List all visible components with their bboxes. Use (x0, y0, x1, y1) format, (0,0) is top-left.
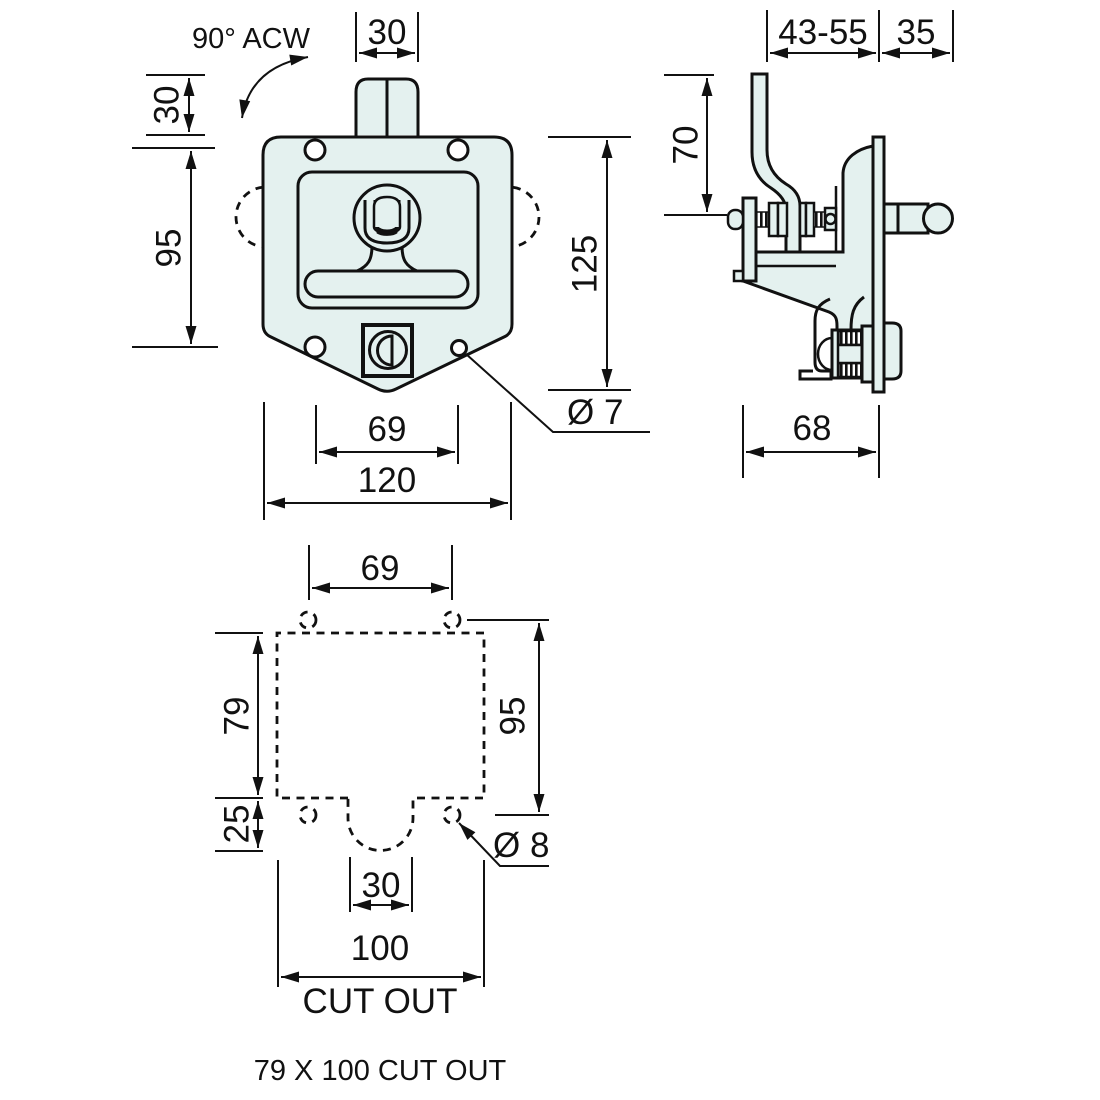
dim-label: 30 (362, 866, 401, 905)
dim-label: 30 (368, 13, 407, 52)
dim-hole-spacing-69: 69 (315, 405, 459, 464)
cutout-hole-bottom-left (298, 805, 318, 825)
dim-label: Ø 8 (493, 826, 549, 865)
callout-dia7: Ø 7 (465, 353, 650, 433)
t-handle (303, 183, 470, 299)
dim-label: 69 (368, 410, 407, 449)
dim-label: 30 (147, 86, 186, 125)
dim-cutout-height-79: 79 (215, 632, 264, 799)
dim-label: 70 (666, 126, 705, 165)
dim-overall-width: 120 (263, 402, 512, 520)
recessed-pan (296, 170, 480, 310)
dim-label: 25 (217, 805, 256, 844)
bracket-foot (732, 269, 745, 283)
cutout-hole-bottom-right (442, 805, 462, 825)
cam-bracket (798, 297, 833, 381)
dim-lever-height: 70 (664, 74, 727, 216)
dim-cutout-hole-spacing-69: 69 (308, 545, 453, 600)
dim-label: 43-55 (778, 13, 868, 52)
t-handle-socket-outer (363, 200, 411, 245)
leader-line (465, 353, 650, 433)
dim-notch-depth-25: 25 (215, 801, 264, 852)
t-handle-bar (303, 269, 470, 299)
rod-end-cap (726, 208, 745, 231)
dim-label: 35 (897, 13, 936, 52)
dim-overall-height: 125 (548, 136, 631, 391)
dim-cutout-width-100: 100 (277, 860, 485, 987)
dim-label: 68 (793, 409, 832, 448)
mounting-plate-edge (871, 135, 886, 394)
lock-face (368, 330, 408, 370)
dim-label: 125 (565, 235, 604, 293)
dim-handle-projection: 35 (882, 10, 954, 62)
dim-shaft-height: 30 (146, 74, 205, 136)
grip-rod-shaft (882, 202, 930, 235)
mounting-hole-top-left (303, 138, 327, 162)
dim-cutout-hole-spacing-95: 95 (467, 619, 549, 816)
cutout-outline (275, 631, 486, 852)
dim-label: 95 (493, 697, 532, 736)
bracket-plate (741, 196, 758, 283)
rotation-annotation: 90° ACW (192, 23, 311, 119)
dim-body-depth: 68 (742, 405, 880, 478)
dim-notch-width-30: 30 (349, 857, 413, 912)
dim-label: 100 (351, 929, 409, 968)
callout-dia8: Ø 8 (458, 822, 549, 867)
pivot-pin (824, 212, 837, 226)
cutout-label: CUT OUT (303, 982, 458, 1021)
pan-lower-curve (849, 295, 865, 331)
dim-grip-clearance: 43-55 (766, 10, 880, 62)
dim-label: 95 (149, 229, 188, 268)
cam-lobe (816, 336, 833, 372)
nut-left-b (776, 201, 789, 238)
lock-cylinder-side (798, 297, 903, 384)
dim-label: 69 (361, 549, 400, 588)
lock-thread-bottom (838, 362, 862, 378)
rod-thread-right (813, 211, 826, 228)
latch-plate (261, 135, 514, 393)
leader-line (458, 822, 549, 867)
nut-right (804, 201, 816, 238)
front-view: 30 90° ACW 30 95 125 (132, 12, 650, 520)
t-handle-grip-cap2 (376, 230, 398, 236)
cutout-hole-top-left (298, 610, 318, 630)
mounting-hole-bottom-left (303, 335, 327, 359)
key-slot (376, 334, 394, 367)
t-handle-stem-right (400, 245, 418, 273)
dim-shaft-width: 30 (355, 12, 419, 62)
t-handle-grip-end (372, 195, 402, 227)
dim-label: 79 (217, 697, 256, 736)
rotation-label: 90° ACW (192, 23, 311, 55)
mounting-hole-dia7 (450, 339, 468, 357)
rod-assembly (726, 201, 838, 238)
rod-thread-left (755, 211, 770, 228)
lock-flange (860, 324, 875, 384)
lock-thread-top (838, 330, 862, 346)
grip-rod-end (922, 202, 954, 235)
lock-cylinder-front (361, 323, 414, 378)
nut-left-a (767, 201, 780, 238)
drawing-caption: 79 X 100 CUT OUT (254, 1055, 507, 1087)
lock-bezel (361, 323, 414, 378)
cutout-hole-top-right (442, 610, 462, 630)
t-handle-grip-cap (372, 226, 402, 235)
t-handle-stem-left (356, 245, 374, 273)
side-view: 43-55 35 70 68 (664, 10, 954, 478)
cutout-view: 69 79 25 95 30 (215, 545, 549, 1087)
dim-label: 120 (358, 461, 416, 500)
dim-label: Ø 7 (567, 393, 623, 432)
dim-hole-spacing-95: 95 (132, 147, 218, 348)
lock-knob-cap (882, 321, 903, 381)
grip-rod (882, 202, 954, 235)
mounting-hole-top-right (446, 138, 470, 162)
rotation-arc-arrow (239, 54, 309, 119)
